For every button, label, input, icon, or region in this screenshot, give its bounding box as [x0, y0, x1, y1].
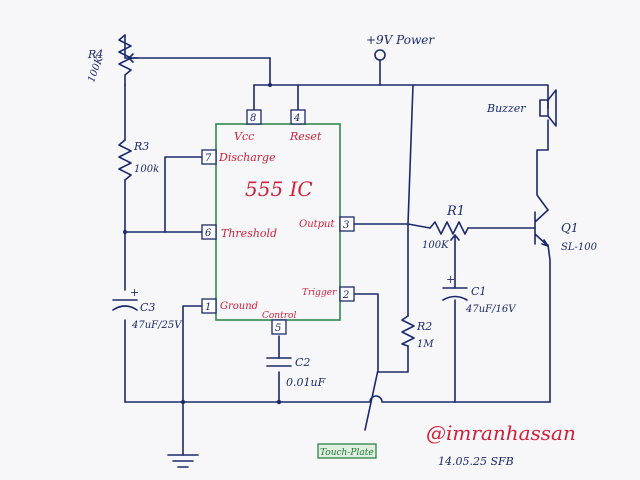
r3-value: 100k [134, 164, 159, 175]
touch-plate-pad [317, 443, 377, 459]
ic-pin-5-num: 5 [275, 323, 281, 334]
q1-value: SL-100 [561, 242, 598, 253]
q1-name: Q1 [561, 221, 578, 235]
r1-tap-arrow-icon [450, 234, 460, 246]
ic-pin-8 [246, 109, 262, 125]
ic-label-output: Output [299, 219, 335, 230]
power-terminal-icon [374, 49, 386, 61]
ic-555: 555 IC 8 4 7 6 1 5 3 2 Vcc Reset Dischar… [201, 109, 355, 335]
r1-name: R1 [446, 204, 465, 219]
output-wire [354, 223, 431, 229]
power-terminal: +9V Power [366, 33, 435, 61]
ic-pin-4 [290, 109, 306, 125]
signature-date: 14.05.25 SFB [438, 455, 514, 468]
ground-symbol-icon [167, 454, 199, 468]
discharge-link [164, 156, 206, 233]
r2-wire [377, 84, 414, 373]
c3-value: 47uF/25V [131, 320, 183, 331]
touch-plate-label: Touch-Plate [320, 448, 374, 458]
r3-resistor: R3 100k [118, 139, 159, 181]
ic-label-reset: Reset [289, 130, 322, 143]
c2-capacitor-icon [266, 357, 292, 367]
buzzer: Buzzer [486, 89, 557, 127]
ic-pin-6-num: 6 [205, 228, 212, 239]
touch-plate: Touch-Plate [317, 443, 377, 459]
pin1-ground-wire [182, 305, 206, 456]
q1-emitter-wire [547, 244, 551, 403]
c3-capacitor-icon [112, 299, 138, 311]
r4-potentiometer: R4 100K [86, 34, 139, 86]
ic-pin-8-num: 8 [250, 113, 256, 124]
c1-value: 47uF/16V [465, 304, 517, 315]
c2-capacitor: C2 0.01uF [266, 356, 326, 389]
r2-name: R2 [416, 320, 432, 333]
ground-bus [124, 395, 551, 403]
ic-pin-5 [271, 319, 287, 335]
wires [124, 34, 551, 456]
c1-name: C1 [471, 285, 486, 298]
trigger-wire [354, 293, 379, 431]
ic-label-ground: Ground [220, 301, 258, 312]
r1-value: 100K [422, 240, 449, 251]
ic-pin-4-num: 4 [293, 113, 300, 124]
buzzer-label: Buzzer [486, 102, 526, 115]
signature-handle: @imranhassan [426, 421, 576, 445]
r2-resistor-icon [401, 315, 415, 347]
ic-pin-1-num: 1 [205, 302, 211, 313]
ic-pin-1 [201, 298, 217, 314]
junction-dots [123, 83, 282, 405]
q1-collector-wire [536, 119, 549, 211]
ic-name: 555 IC [245, 177, 313, 201]
c2-value: 0.01uF [286, 376, 326, 389]
r1-resistor-icon [429, 221, 469, 235]
vcc-reset-feed [253, 57, 299, 113]
r2-value: 1M [417, 339, 434, 350]
junction-dot [123, 230, 127, 234]
ic-label-trigger: Trigger [302, 288, 337, 298]
ic-label-threshold: Threshold [221, 227, 277, 240]
r3-name: R3 [133, 140, 149, 153]
q1-transistor: Q1 SL-100 [534, 209, 598, 253]
buzzer-icon [539, 89, 557, 127]
c2-name: C2 [295, 356, 310, 369]
c3-capacitor: + C3 47uF/25V [112, 286, 183, 331]
r4-resistor-icon [118, 34, 132, 86]
ic-pin-3-num: 3 [343, 220, 349, 231]
c1-capacitor-icon [442, 287, 468, 301]
c1-plus: + [446, 273, 455, 286]
junction-dot [180, 399, 186, 405]
ic-pin-7 [201, 149, 217, 165]
junction-dot [268, 83, 272, 87]
r1-resistor: R1 100K [422, 204, 469, 251]
ic-pin-2-num: 2 [342, 290, 349, 301]
ic-pin-3 [339, 216, 355, 232]
ic-label-control: Control [262, 311, 296, 321]
r4-name: R4 [87, 48, 103, 61]
ic-pin-7-num: 7 [205, 153, 212, 164]
r3-resistor-icon [118, 139, 132, 181]
ic-pin-6 [201, 224, 217, 240]
ic-label-vcc: Vcc [234, 130, 254, 143]
q1-transistor-icon [534, 209, 549, 247]
r2-resistor: R2 1M [401, 315, 434, 350]
c1-capacitor: + C1 47uF/16V [442, 273, 517, 315]
c3-name: C3 [140, 301, 155, 314]
junction-dot [276, 399, 282, 405]
ic-pin-2 [339, 286, 355, 302]
ic-label-discharge: Discharge [218, 151, 276, 164]
c3-plus: + [130, 286, 139, 299]
power-label: +9V Power [366, 33, 435, 47]
left-chain-wire [124, 84, 206, 403]
r4-wiper-arrow-icon [128, 53, 139, 63]
